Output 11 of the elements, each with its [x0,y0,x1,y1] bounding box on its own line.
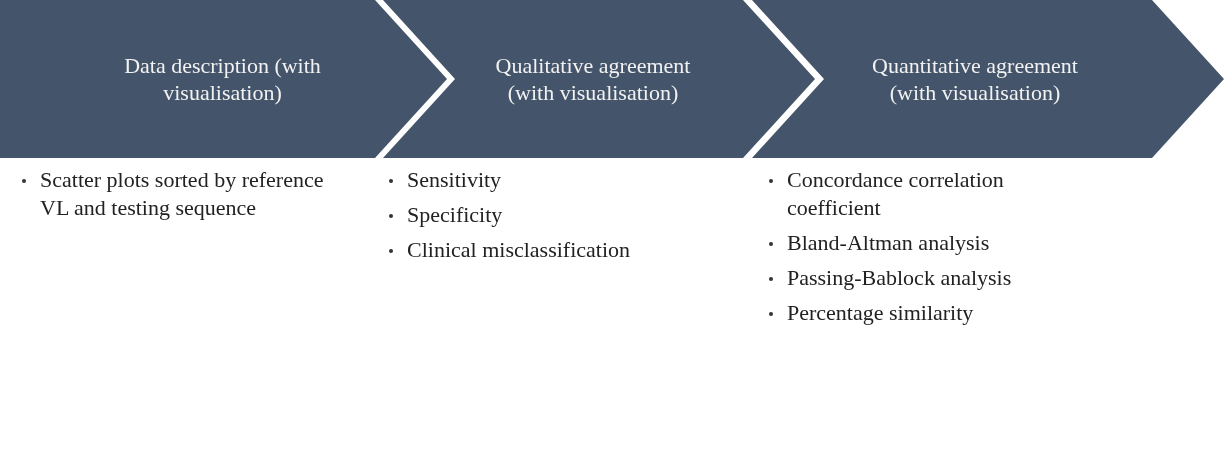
bullet-item: Sensitivity [385,166,715,194]
bullet-item: Scatter plots sorted by reference VL and testing sequence [18,166,338,222]
bullet-item: Percentage similarity [765,299,1065,327]
step-title: Qualitative agreement (with visualisation) [494,51,692,107]
bullet-item: Passing-Bablock analysis [765,264,1065,292]
bullet-item: Specificity [385,201,715,229]
bullet-item: Clinical misclassification [385,236,715,264]
bullet-item: Concordance correlation coefficient [765,166,1065,222]
step-title: Quantitative agreement (with visualisation) [871,51,1079,107]
bullet-item: Bland-Altman analysis [765,229,1065,257]
step-title: Data description (with visualisation) [123,51,322,107]
